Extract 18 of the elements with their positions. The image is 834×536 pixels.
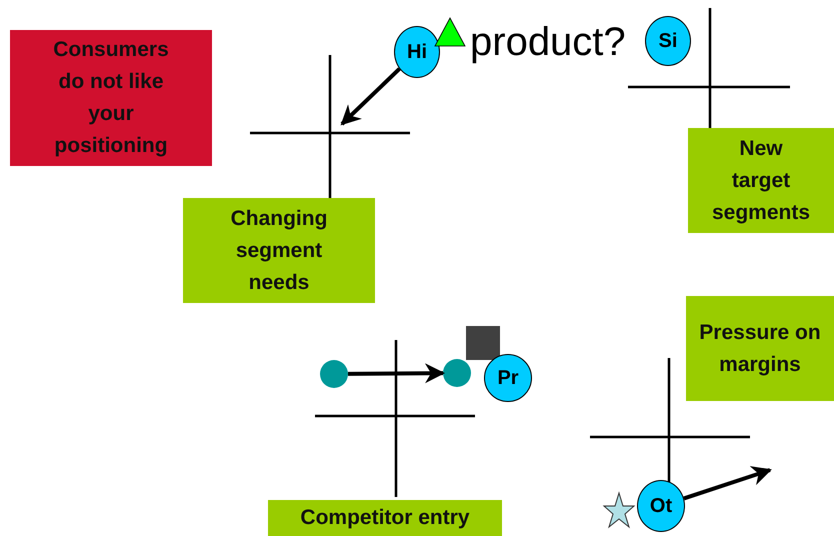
- arrow: [348, 363, 445, 384]
- arrow: [683, 466, 772, 500]
- arrow: [340, 67, 401, 126]
- circle-badge: Ot: [637, 480, 685, 532]
- title: product?: [470, 20, 626, 65]
- label-box: Consumers do not like your positioning: [10, 30, 212, 166]
- circle-badge: Pr: [484, 354, 532, 402]
- label-box: Competitor entry: [268, 500, 502, 536]
- star-shape: [603, 492, 635, 528]
- circle-badge: Si: [645, 16, 691, 66]
- dot-marker: [443, 359, 471, 387]
- label-box: Pressure on margins: [686, 296, 834, 401]
- label-box: New target segments: [688, 128, 834, 233]
- circle-badge: Hi: [394, 26, 440, 78]
- square-marker: [466, 326, 500, 360]
- triangle-shape: [435, 18, 465, 46]
- label-box: Changing segment needs: [183, 198, 375, 303]
- dot-marker: [320, 360, 348, 388]
